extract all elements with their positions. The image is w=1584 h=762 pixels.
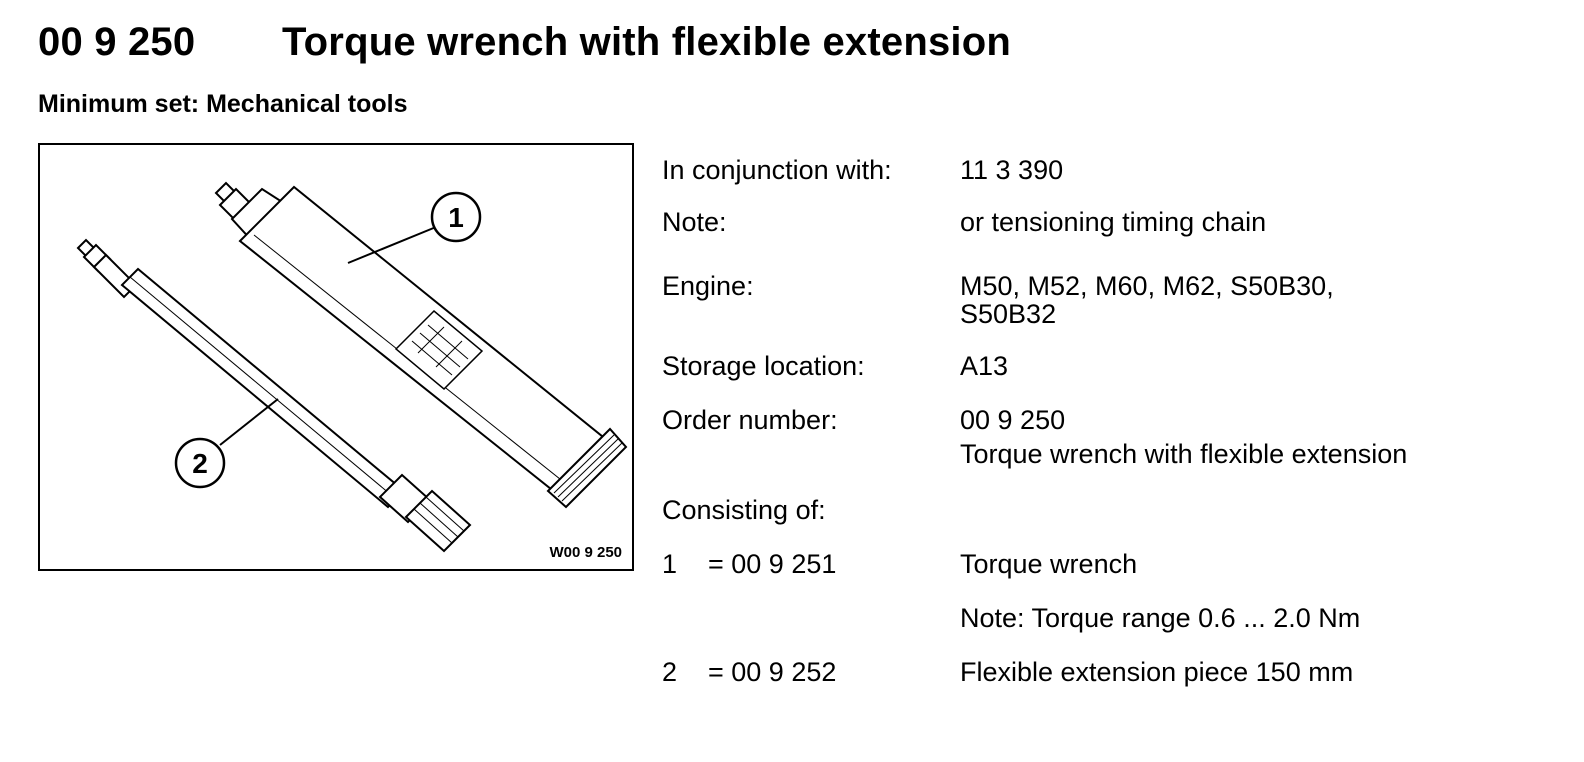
order-label: Order number: [662,405,838,435]
tool-title: Torque wrench with flexible extension [282,20,1012,64]
part-position: 2 [662,657,678,687]
callout-1-label: 1 [448,202,464,233]
tool-number: 00 9 250 [38,20,196,64]
part-number: = 00 9 252 [708,657,837,687]
flexible-extension-drawing [76,238,472,553]
engine-value-line2: S50B32 [960,299,1057,329]
torque-wrench-drawing [214,181,628,509]
part-note: Note: Torque range 0.6 ... 2.0 Nm [960,603,1361,633]
page-subtitle: Minimum set: Mechanical tools [38,90,408,118]
note-value: or tensioning timing chain [960,207,1267,237]
part-position: 1 [662,549,678,579]
conjunction-value: 11 3 390 [960,155,1064,185]
order-value-line2: Torque wrench with flexible extension [960,439,1408,469]
order-value-line1: 00 9 250 [960,405,1066,435]
conjunction-label: In conjunction with: [662,155,892,185]
part-name: Torque wrench [960,549,1138,579]
note-label: Note: [662,207,727,237]
part-number: = 00 9 251 [708,549,837,579]
tool-illustration: 1 2 W00 9 250 [38,143,634,571]
figure-code: W00 9 250 [549,544,622,561]
tool-drawing: 1 2 [76,181,628,553]
engine-value-line1: M50, M52, M60, M62, S50B30, [960,271,1334,301]
engine-label: Engine: [662,271,754,301]
callout-1-leader [347,226,437,264]
callout-2-circle [174,437,226,489]
consisting-label: Consisting of: [662,495,826,525]
storage-label: Storage location: [662,351,865,381]
callout-1-circle [430,191,482,243]
callout-2-label: 2 [192,448,208,479]
storage-value: A13 [960,351,1009,381]
page-title: 00 9 250 Torque wrench with flexible exte… [38,20,1011,65]
callout-2-leader [219,398,279,446]
part-name: Flexible extension piece 150 mm [960,657,1354,687]
